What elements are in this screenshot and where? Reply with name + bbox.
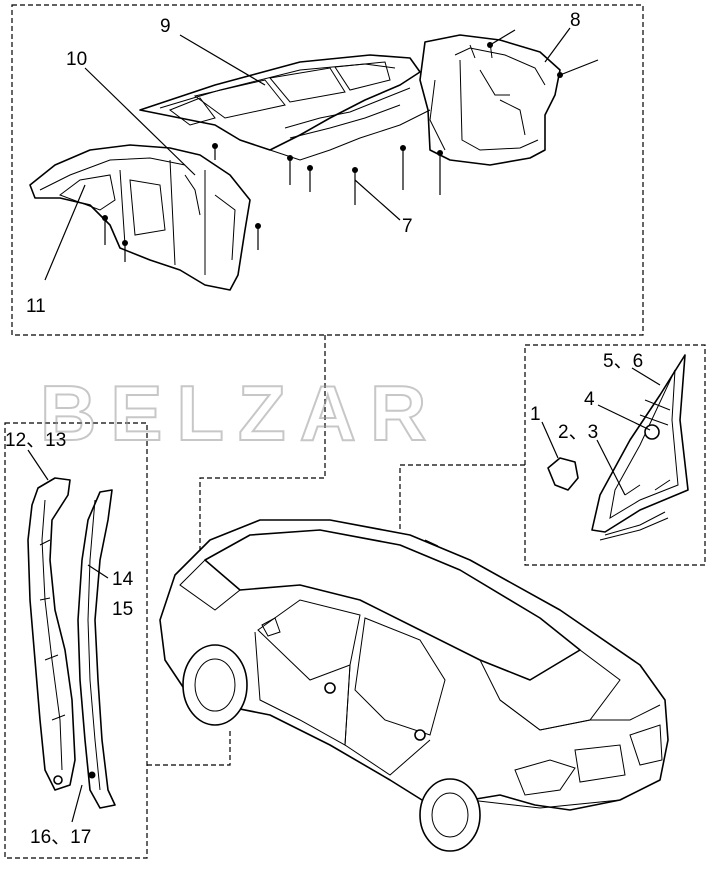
connector-upper [199,335,326,552]
label-11: 11 [26,296,46,317]
label-8: 8 [570,10,581,31]
label-15: 15 [112,599,133,620]
pillar-trim-14-15 [77,489,116,809]
leader-4 [597,404,651,431]
box-quarter-window [524,344,706,566]
box-pillar-trim [4,422,148,859]
leader-12-13 [27,449,49,481]
leader-10 [84,67,196,176]
label-12-13: 12、13 [5,430,66,451]
leader-11 [44,184,86,281]
leader-7 [354,179,401,221]
insulation-panel-9 [139,54,431,161]
pillar-trim-12-13 [27,477,76,791]
quarter-window-assembly [547,354,689,541]
leader-5-6 [631,367,661,386]
label-14: 14 [112,569,134,590]
leader-14-15 [87,564,109,579]
leader-2-3 [596,439,626,496]
leader-8 [544,27,571,63]
label-5-6: 5、6 [603,351,643,372]
label-16-17: 16、17 [30,827,91,848]
label-4: 4 [584,389,595,410]
connector-window [399,464,525,530]
label-9: 9 [160,16,171,37]
leader-9 [179,34,266,86]
insulation-panel-10-11 [29,144,251,291]
label-7: 7 [402,216,413,237]
label-2-3: 2、3 [558,422,598,443]
leader-1 [541,421,559,459]
fastener-clips [102,29,599,262]
sedan-car [159,519,669,852]
connector-pillar [147,730,231,766]
insulation-panel-8 [419,34,561,166]
watermark: BELZAR [40,369,440,457]
box-upper-insulation [11,4,644,336]
label-1: 1 [530,404,541,425]
leader-16-17 [71,784,83,823]
label-10: 10 [66,49,87,70]
